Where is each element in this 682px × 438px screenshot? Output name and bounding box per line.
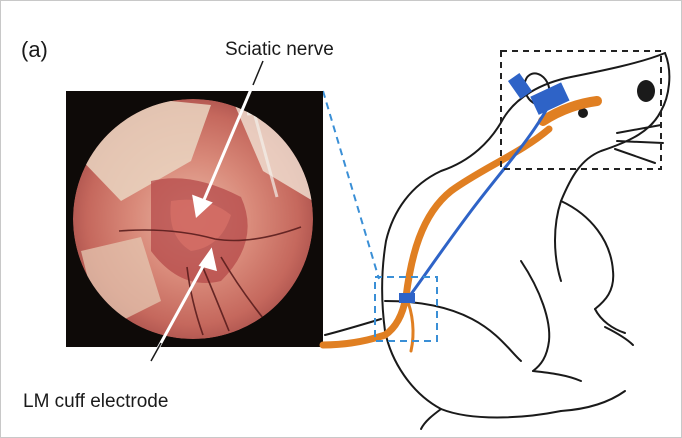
rat-outline <box>325 53 669 429</box>
zoom-connector-lines <box>323 91 379 347</box>
panel-label: (a) <box>21 37 48 63</box>
cuff-electrode-label: LM cuff electrode <box>23 391 168 413</box>
microscope-photo <box>66 61 323 361</box>
cuff-electrode-marker <box>399 293 415 303</box>
sciatic-nerve-label: Sciatic nerve <box>225 39 334 61</box>
